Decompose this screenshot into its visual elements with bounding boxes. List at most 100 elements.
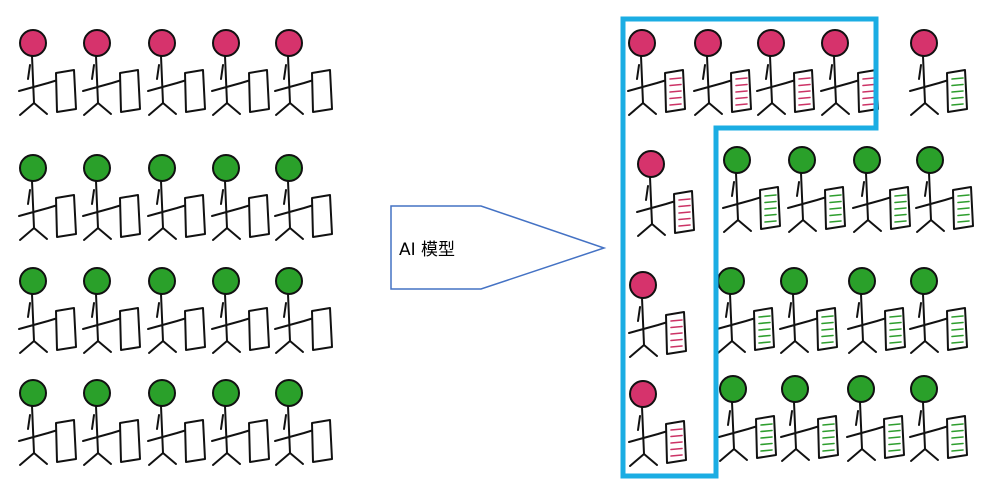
figure-head — [212, 154, 240, 182]
output-figure-selected — [820, 29, 879, 116]
document-line — [669, 103, 682, 106]
figure-document — [119, 419, 141, 463]
output-figure-unselected — [852, 146, 911, 233]
document-line — [862, 96, 875, 100]
document-line — [821, 328, 834, 331]
figure-body — [628, 297, 672, 358]
document-line — [670, 434, 683, 438]
figure-head — [148, 154, 176, 182]
input-figure-green — [147, 154, 206, 241]
figure-document — [55, 307, 77, 351]
output-figure-unselected — [909, 267, 968, 354]
document-line — [894, 213, 907, 217]
document-line — [678, 224, 691, 227]
document-line — [798, 103, 811, 106]
document-line — [951, 321, 964, 325]
figure-body — [211, 405, 255, 466]
input-figure-green — [211, 379, 270, 466]
document-line — [798, 96, 811, 100]
document-line — [951, 77, 964, 80]
figure-body — [756, 55, 800, 116]
document-line — [951, 423, 964, 426]
document-line — [829, 220, 842, 223]
figure-document — [248, 419, 270, 463]
document-line — [822, 442, 835, 446]
figure-body — [693, 55, 737, 116]
document-line — [957, 207, 970, 210]
figure-body — [627, 55, 671, 116]
document-line — [678, 198, 691, 201]
document-line — [735, 77, 748, 80]
input-figure-pink — [147, 29, 206, 116]
figure-head — [212, 267, 240, 295]
figure-head — [19, 29, 47, 57]
document-line — [889, 315, 902, 318]
figure-head — [628, 29, 656, 57]
figure-head — [83, 379, 111, 407]
figure-head — [717, 267, 745, 295]
input-figure-green — [147, 379, 206, 466]
figure-head — [694, 29, 722, 57]
document-line — [822, 423, 835, 426]
output-figure-unselected — [909, 29, 968, 116]
document-line — [670, 325, 683, 329]
figure-document — [311, 419, 333, 463]
output-figure-selected — [756, 29, 815, 116]
figure-head — [637, 150, 665, 178]
output-figure-unselected — [716, 267, 775, 354]
figure-head — [788, 146, 816, 174]
document-line — [678, 211, 691, 214]
figure-head — [910, 29, 938, 57]
document-line — [894, 194, 907, 197]
document-line — [764, 200, 777, 204]
figure-document — [119, 307, 141, 351]
document-line — [678, 204, 691, 208]
figure-body — [211, 293, 255, 354]
input-figure-pink — [211, 29, 270, 116]
figure-head — [83, 267, 111, 295]
figure-body — [847, 293, 891, 354]
document-line — [862, 77, 875, 80]
output-figure-selected — [627, 29, 686, 116]
document-line — [669, 77, 682, 80]
document-line — [670, 319, 683, 322]
output-figure-selected — [628, 271, 687, 358]
figure-body — [787, 172, 831, 233]
output-figure-unselected — [915, 146, 974, 233]
document-line — [764, 207, 777, 210]
figure-head — [19, 154, 47, 182]
input-figure-green — [82, 267, 141, 354]
figure-head — [848, 267, 876, 295]
input-figure-green — [18, 267, 77, 354]
document-line — [735, 103, 748, 106]
figure-body — [211, 55, 255, 116]
document-line — [951, 429, 964, 433]
document-line — [822, 429, 835, 433]
document-line — [764, 194, 777, 197]
figure-head — [629, 380, 657, 408]
figure-document — [248, 69, 270, 113]
document-line — [894, 207, 907, 210]
document-line — [821, 334, 834, 338]
document-line — [829, 207, 842, 210]
figure-document — [55, 69, 77, 113]
document-line — [957, 220, 970, 223]
figure-head — [212, 29, 240, 57]
document-line — [670, 441, 683, 444]
document-line — [670, 338, 683, 342]
document-line — [758, 328, 771, 331]
figure-body — [274, 405, 318, 466]
figure-body — [909, 293, 953, 354]
figure-head — [148, 29, 176, 57]
document-line — [951, 341, 964, 344]
document-line — [670, 428, 683, 431]
figure-head — [275, 29, 303, 57]
figure-body — [722, 172, 766, 233]
output-figure-selected — [628, 380, 687, 467]
document-line — [798, 90, 811, 93]
input-figure-pink — [82, 29, 141, 116]
document-line — [669, 83, 682, 87]
figure-head — [275, 379, 303, 407]
input-figure-pink — [274, 29, 333, 116]
output-figure-unselected — [718, 375, 777, 462]
